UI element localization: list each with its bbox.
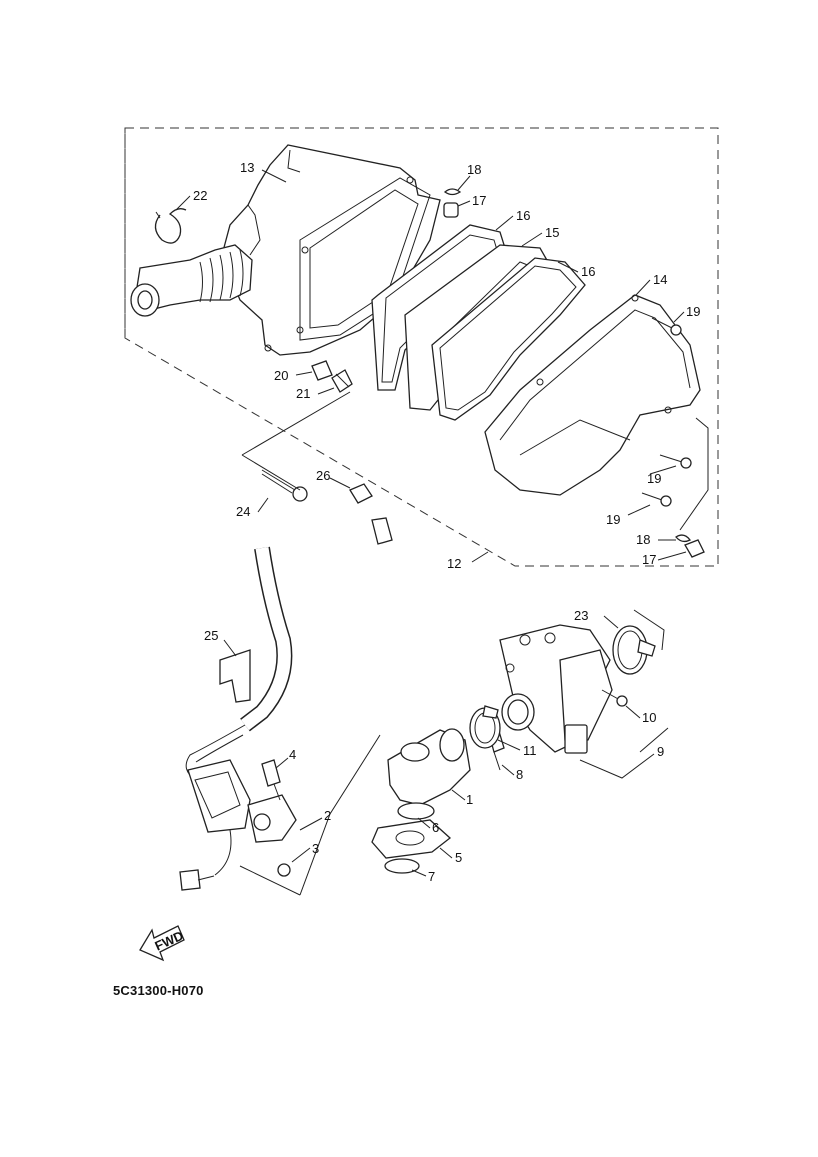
callout-4: 4 (289, 747, 296, 762)
callout-20: 20 (274, 368, 288, 383)
callout-9: 9 (657, 744, 664, 759)
hose-assembly (185, 517, 393, 781)
callout-labels: 13 18 17 16 15 16 14 19 22 20 21 19 19 1… (193, 160, 700, 884)
bolt-24 (261, 469, 308, 502)
leader-lines (175, 169, 709, 896)
callout-19-top: 19 (686, 304, 700, 319)
fwd-arrow-icon: FWD (139, 925, 186, 962)
diagram-code: 5C31300-H070 (113, 983, 204, 998)
callout-12: 12 (447, 556, 461, 571)
o-ring-7 (384, 858, 420, 874)
sensor-assembly (179, 759, 297, 891)
callout-18-top: 18 (467, 162, 481, 177)
callout-23: 23 (574, 608, 588, 623)
gasket-5 (371, 819, 452, 859)
callout-17-low: 17 (642, 552, 656, 567)
plug-20 (311, 360, 333, 381)
callout-10: 10 (642, 710, 656, 725)
callout-3: 3 (312, 841, 319, 856)
fwd-label: FWD (152, 928, 185, 954)
intake-duct (130, 244, 253, 317)
callout-7: 7 (428, 869, 435, 884)
callout-6: 6 (432, 820, 439, 835)
callout-25: 25 (204, 628, 218, 643)
callout-11: 11 (523, 743, 537, 758)
grommet-21 (331, 369, 353, 393)
o-ring-6 (397, 802, 435, 820)
callout-2: 2 (324, 808, 331, 823)
callout-19-low: 19 (606, 512, 620, 527)
clip-18-lower (675, 534, 691, 543)
cap-17-upper (443, 202, 459, 218)
callout-24: 24 (236, 504, 250, 519)
callout-18-low: 18 (636, 532, 650, 547)
callout-16-mid: 16 (581, 264, 595, 279)
callout-14: 14 (653, 272, 667, 287)
bracket-25 (219, 649, 251, 703)
cap-26 (349, 483, 373, 504)
hose-clip (154, 208, 187, 244)
callout-17-top: 17 (472, 193, 486, 208)
screw-19-mid (659, 454, 692, 469)
air-cleaner-assembly-boundary (124, 127, 719, 567)
screw-19-top (651, 317, 682, 336)
callout-1: 1 (466, 792, 473, 807)
callout-16-top: 16 (516, 208, 530, 223)
screw-19-low (641, 492, 672, 507)
clamp-11 (469, 705, 501, 749)
callout-26: 26 (316, 468, 330, 483)
screw-10 (601, 689, 628, 707)
gasket-lower (431, 257, 586, 421)
intake-joint (387, 728, 471, 806)
callout-22: 22 (193, 188, 207, 203)
callout-5: 5 (455, 850, 462, 865)
callout-15: 15 (545, 225, 559, 240)
throttle-body (499, 624, 613, 754)
callout-21: 21 (296, 386, 310, 401)
cap-17-lower (684, 539, 705, 558)
callout-13: 13 (240, 160, 254, 175)
callout-19-mid: 19 (647, 471, 661, 486)
callout-8: 8 (516, 767, 523, 782)
air-filter-case-cover (484, 294, 701, 496)
clamp-23 (612, 625, 656, 675)
clip-18-upper (443, 188, 462, 196)
